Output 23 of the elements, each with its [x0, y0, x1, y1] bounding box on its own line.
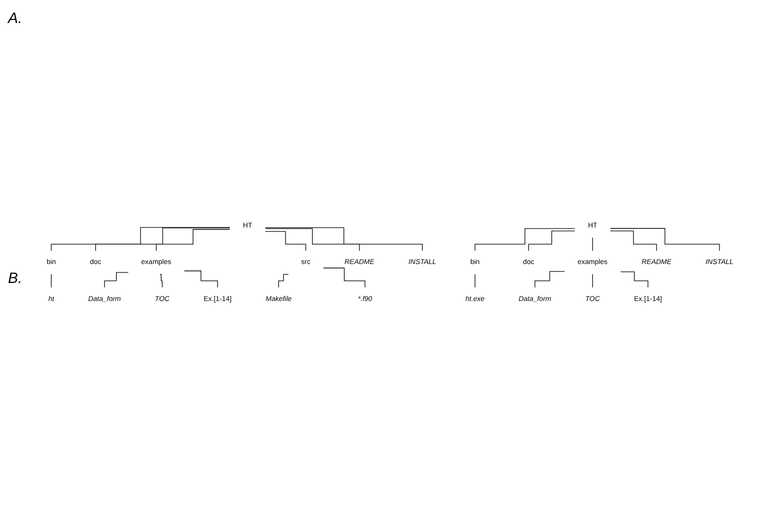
connector: [620, 271, 648, 288]
connector: [265, 227, 423, 252]
connector: [265, 231, 306, 252]
connector: [592, 274, 593, 288]
connector: [50, 274, 52, 288]
connector: [265, 228, 360, 252]
section-label: B.: [8, 270, 22, 287]
connector: [610, 230, 657, 252]
connector: [50, 227, 230, 252]
connector: [610, 228, 720, 252]
connector: [528, 230, 576, 252]
connector: [156, 229, 230, 252]
connector: [278, 274, 289, 288]
connector: [104, 272, 129, 288]
connector: [474, 274, 476, 288]
connector: [323, 268, 366, 288]
section-label: A.: [8, 10, 22, 27]
connector: [474, 228, 576, 252]
connector: [160, 274, 163, 288]
connector: [184, 270, 218, 288]
connector: [592, 237, 593, 252]
connector: [95, 228, 230, 252]
connector: [534, 271, 565, 288]
